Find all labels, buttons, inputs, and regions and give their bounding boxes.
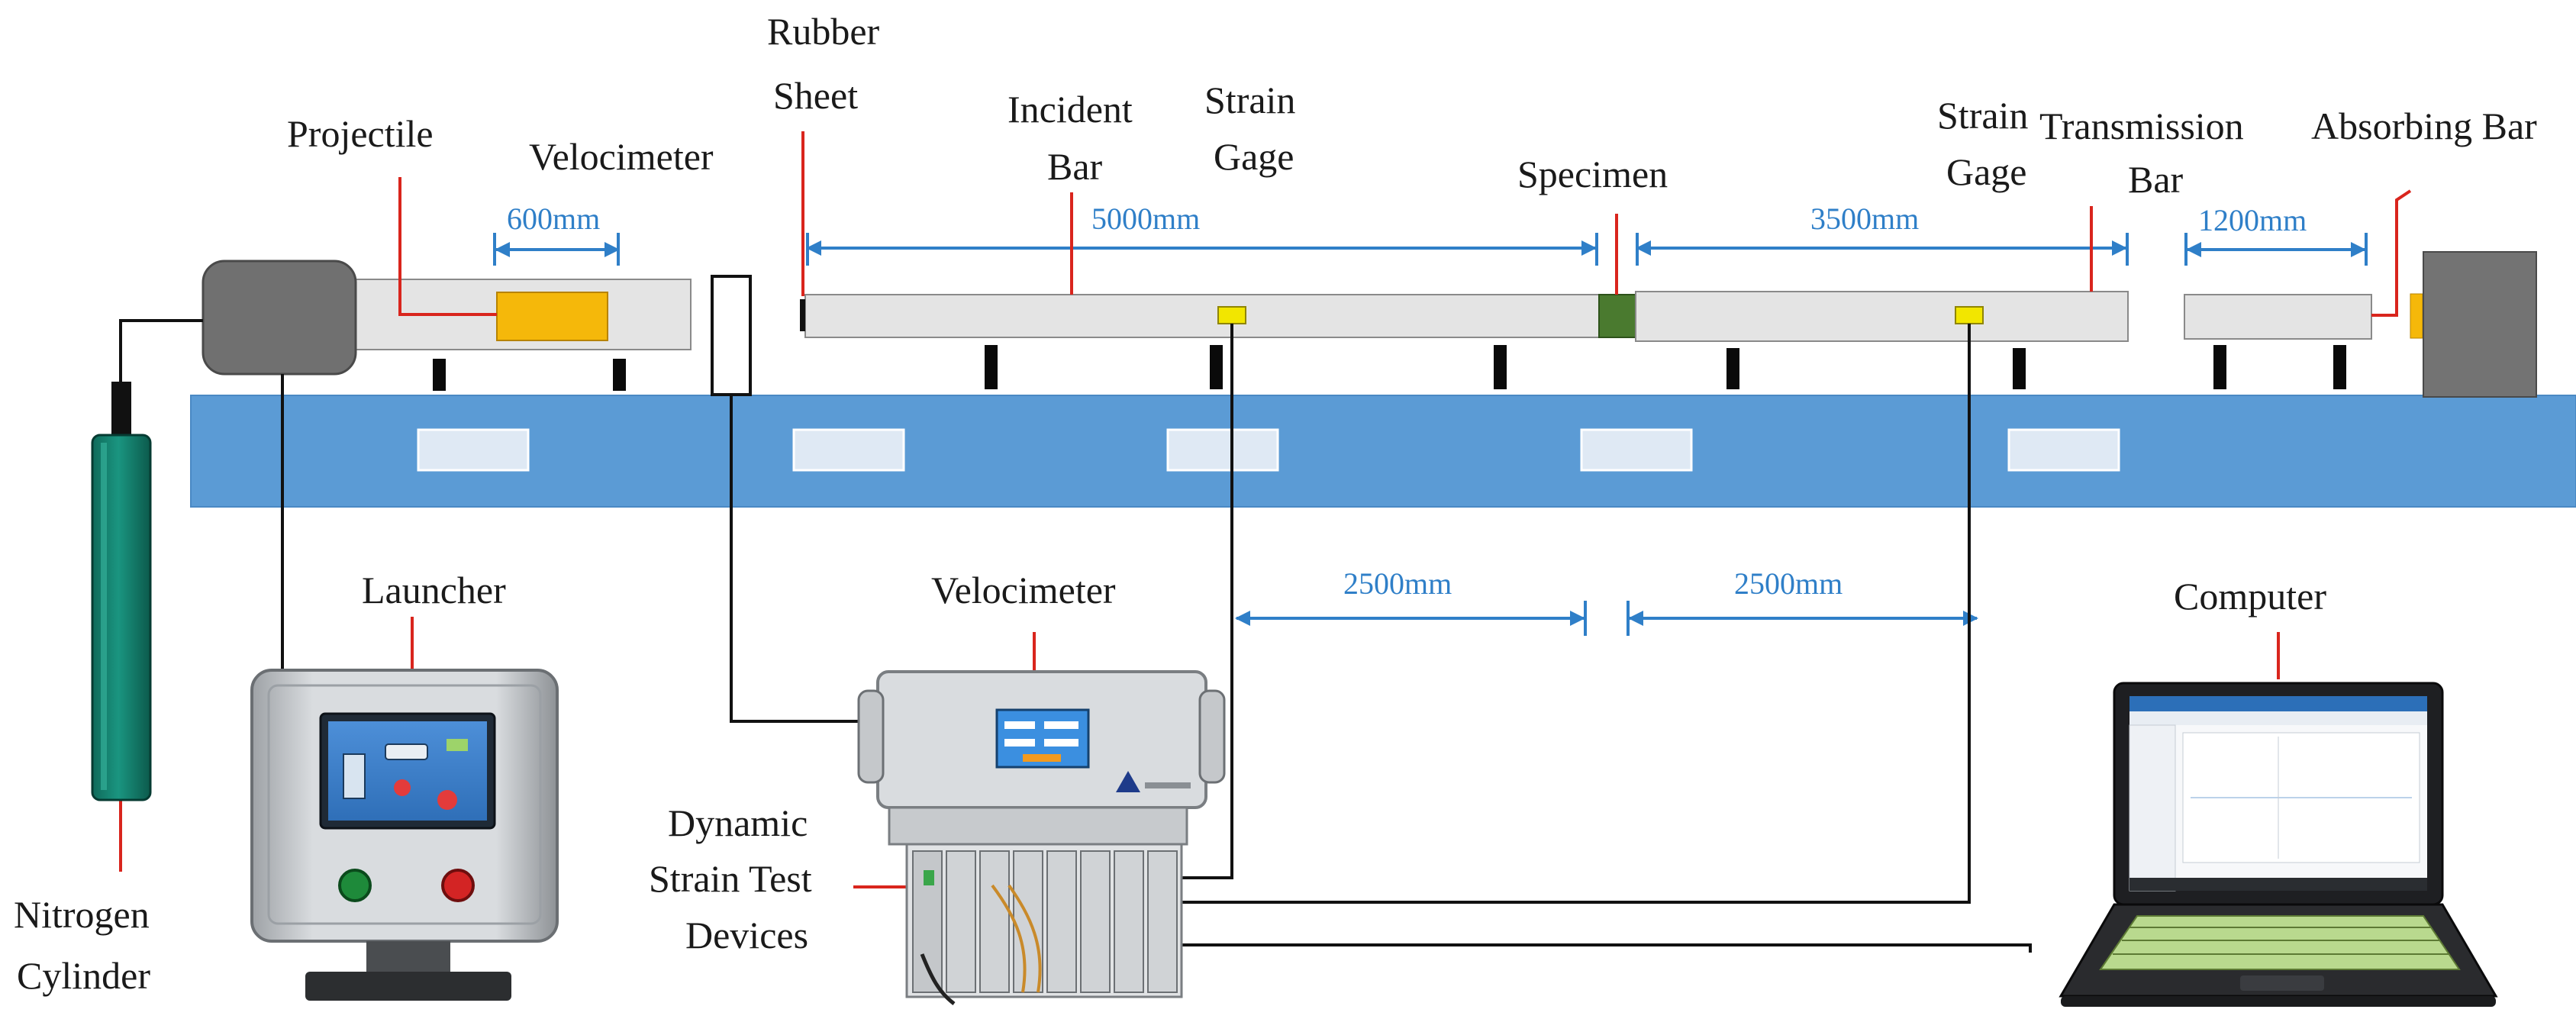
rail-window: [2007, 428, 2120, 472]
velocimeter-frame: [711, 275, 752, 396]
label-absorbing-bar: Absorbing Bar: [2311, 105, 2537, 147]
label-rubber-sheet-line1: Rubber: [767, 10, 880, 53]
specimen: [1598, 294, 1636, 338]
launch-tube: [350, 279, 692, 391]
dim-gage-to-specimen-left: 2500mm: [1343, 566, 1452, 601]
label-nitrogen-line2: Cylinder: [17, 954, 150, 997]
dimension-labels: 600mm 5000mm 3500mm 1200mm 2500mm 2500mm: [507, 202, 2307, 601]
rail-window: [792, 428, 905, 472]
absorber-block: [2423, 251, 2537, 398]
label-strain-gage-right-line1: Strain: [1937, 94, 2028, 137]
label-strain-gage-right-line2: Gage: [1946, 150, 2027, 193]
start-button: [338, 869, 372, 902]
velocimeter-device: [857, 670, 1226, 809]
leader-lines: [119, 131, 2412, 888]
label-transmission-bar-line1: Transmission: [2039, 105, 2244, 147]
wires: [119, 319, 2032, 953]
label-nitrogen-line1: Nitrogen: [14, 893, 150, 936]
dim-absorbing-bar-length: 1200mm: [2198, 203, 2307, 237]
projectile: [496, 292, 608, 341]
absorbing-bar: [2184, 251, 2537, 398]
launcher-head: [202, 260, 357, 376]
label-strain-gage-left-line2: Gage: [1214, 135, 1294, 178]
label-transmission-bar-line2: Bar: [2128, 158, 2184, 201]
transmission-bar: [1635, 291, 2129, 389]
rail-window: [1166, 428, 1279, 472]
label-strain-gage-left-line1: Strain: [1204, 79, 1295, 121]
label-velocimeter-top: Velocimeter: [529, 135, 714, 178]
rubber-sheet: [800, 299, 805, 331]
rail-window: [1580, 428, 1693, 472]
dim-gage-to-specimen-right: 2500mm: [1734, 566, 1843, 601]
launcher-cabinet: [250, 669, 559, 1001]
incident-bar: [800, 294, 1600, 389]
labels: Projectile Velocimeter Rubber Sheet Inci…: [14, 10, 2537, 997]
label-rubber-sheet-line2: Sheet: [773, 74, 858, 117]
label-projectile: Projectile: [287, 112, 434, 155]
label-dynamic-strain-line3: Devices: [685, 914, 808, 956]
strain-gage-right: [1955, 306, 1984, 324]
laptop: [2059, 682, 2498, 1007]
label-dynamic-strain-line2: Strain Test: [649, 857, 812, 900]
dynamic-strain-device: [888, 806, 1188, 1005]
nitrogen-cylinder: [91, 382, 152, 801]
dimension-lines: [493, 233, 2368, 636]
label-incident-bar-line1: Incident: [1008, 88, 1133, 131]
label-specimen: Specimen: [1517, 153, 1668, 195]
dim-projectile-length: 600mm: [507, 202, 600, 236]
rail: [190, 395, 2576, 508]
label-velocimeter-device: Velocimeter: [931, 569, 1116, 611]
dim-transmission-bar-length: 3500mm: [1810, 202, 1919, 236]
dim-incident-bar-length: 5000mm: [1091, 202, 1200, 236]
label-computer: Computer: [2174, 575, 2326, 618]
strain-gage-left: [1217, 306, 1246, 324]
stop-button: [441, 869, 475, 902]
label-launcher: Launcher: [362, 569, 506, 611]
absorber-pad: [2410, 293, 2423, 339]
rail-window: [417, 428, 530, 472]
label-incident-bar-line2: Bar: [1047, 145, 1103, 188]
velocimeter-logo: [1116, 771, 1140, 792]
label-dynamic-strain-line1: Dynamic: [668, 801, 808, 844]
